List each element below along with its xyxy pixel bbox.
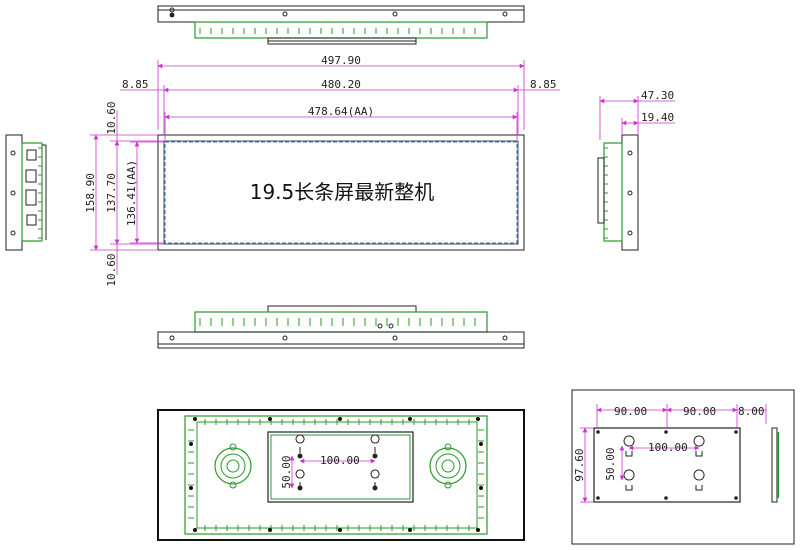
top-edge-view xyxy=(157,5,525,45)
right-margin-label: 8.85 xyxy=(530,78,557,91)
aa-width-label: 478.64(AA) xyxy=(308,105,374,118)
depth-total-label: 47.30 xyxy=(641,89,674,102)
bracket-height-label: 97.60 xyxy=(573,448,586,481)
vesa-holes xyxy=(295,434,380,491)
rear-hole-spacing-v-label: 50.00 xyxy=(280,455,293,488)
left-margin-label: 8.85 xyxy=(122,78,149,91)
front-view: 19.5长条屏最新整机 xyxy=(157,134,525,251)
left-speaker xyxy=(214,443,252,489)
width-dimensions xyxy=(120,60,560,140)
bracket-hole-spacing-h-label: 100.00 xyxy=(648,441,688,454)
bottom-margin-label: 10.60 xyxy=(105,253,118,286)
bracket-keyholes xyxy=(623,435,705,491)
panel-width-label: 480.20 xyxy=(321,78,361,91)
bottom-edge-view xyxy=(157,305,525,349)
aa-height-label: 136.41(AA) xyxy=(125,160,138,226)
depth-panel-label: 19.40 xyxy=(641,111,674,124)
depth-dimensions xyxy=(599,96,675,140)
panel-height-label: 137.70 xyxy=(105,173,118,213)
right-side-view xyxy=(597,134,639,251)
bracket-detail xyxy=(571,389,795,545)
overall-height-label: 158.90 xyxy=(84,173,97,213)
bracket-span-1-label: 90.00 xyxy=(614,405,647,418)
height-dimensions xyxy=(90,110,165,275)
bracket-span-2-label: 90.00 xyxy=(683,405,716,418)
top-margin-label: 10.60 xyxy=(105,101,118,134)
bracket-hole-spacing-v-label: 50.00 xyxy=(604,447,617,480)
left-side-view xyxy=(5,134,47,251)
drawing-title: 19.5长条屏最新整机 xyxy=(250,180,435,204)
rear-hole-spacing-h-label: 100.00 xyxy=(320,454,360,467)
overall-width-label: 497.90 xyxy=(321,54,361,67)
rear-view xyxy=(157,409,525,541)
bracket-edge-label: 8.00 xyxy=(738,405,765,418)
right-speaker xyxy=(429,443,467,489)
